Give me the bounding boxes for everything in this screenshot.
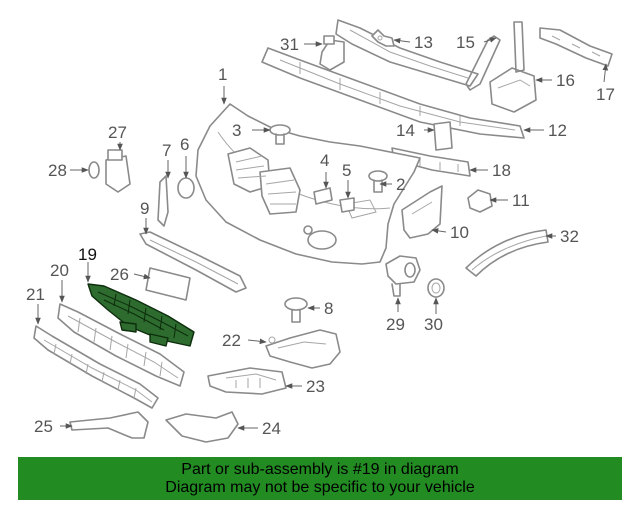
- callout-27: 27: [108, 123, 127, 142]
- part-26-plate: [145, 267, 191, 301]
- part-1-bumper-cover: [195, 103, 421, 265]
- callout-7: 7: [162, 141, 171, 160]
- callout-10: 10: [450, 223, 469, 242]
- callout-17: 17: [596, 85, 615, 104]
- part-6-ring: [177, 177, 195, 199]
- part-13-clip: [371, 29, 395, 47]
- callout-5: 5: [342, 161, 351, 180]
- callout-1: 1: [218, 65, 227, 84]
- callout-18: 18: [492, 161, 511, 180]
- part-12-carrier: [261, 47, 525, 139]
- part-23-bezel: [207, 367, 287, 395]
- callout-31: 31: [280, 35, 299, 54]
- callout-26: 26: [110, 265, 129, 284]
- callout-32: 32: [560, 227, 579, 246]
- callout-8: 8: [324, 299, 333, 318]
- callout-20: 20: [50, 261, 69, 280]
- callout-6: 6: [180, 135, 189, 154]
- banner-line-1: Part or sub-assembly is #19 in diagram: [181, 461, 459, 478]
- part-30-ring: [427, 278, 445, 298]
- part-20-grille: [57, 303, 185, 387]
- callout-3: 3: [232, 121, 241, 140]
- callout-16: 16: [556, 71, 575, 90]
- part-5-cover: [339, 197, 355, 213]
- part-25-trim: [69, 411, 149, 439]
- part-15-bracket: [465, 35, 501, 91]
- part-31-sensor: [319, 35, 345, 71]
- callout-12: 12: [548, 121, 567, 140]
- banner-line-2: Diagram may not be specific to your vehi…: [165, 479, 475, 496]
- part-9-strip: [139, 231, 247, 293]
- part-21-strip: [33, 325, 159, 409]
- callout-28: 28: [48, 161, 67, 180]
- part-7-strip: [157, 175, 169, 227]
- callout-labels: 1 2 3 4 5 6 7 8 9 10 11 12 13 14 15 16 1…: [26, 33, 615, 438]
- part-24-trim: [165, 411, 239, 443]
- callout-30: 30: [424, 315, 443, 334]
- part-17-strip: [539, 27, 613, 67]
- callout-21: 21: [26, 285, 45, 304]
- callout-4: 4: [320, 151, 329, 170]
- callout-15: 15: [456, 33, 475, 52]
- callout-29: 29: [386, 315, 405, 334]
- part-14-bracket: [433, 121, 453, 151]
- part-32-arch: [465, 229, 549, 277]
- info-banner: Part or sub-assembly is #19 in diagram D…: [18, 457, 622, 500]
- part-22-duct: [265, 329, 341, 369]
- part-8-clip: [284, 297, 308, 323]
- part-16-bracket: [489, 21, 537, 113]
- callout-2: 2: [396, 175, 405, 194]
- part-11-bracket: [467, 189, 493, 213]
- part-top-carrier: [335, 19, 479, 87]
- part-29-sensor: [385, 255, 421, 297]
- parts-diagram: 1 2 3 4 5 6 7 8 9 10 11 12 13 14 15 16 1…: [26, 19, 615, 443]
- callout-13: 13: [414, 33, 433, 52]
- callout-19: 19: [78, 245, 97, 264]
- callout-9: 9: [140, 199, 149, 218]
- part-19-highlighted-grille: [87, 283, 195, 347]
- callout-14: 14: [396, 121, 415, 140]
- callout-11: 11: [512, 191, 530, 210]
- part-28-ring: [88, 161, 100, 179]
- leader-lines: [35, 37, 609, 431]
- callout-24: 24: [262, 419, 281, 438]
- callout-23: 23: [306, 377, 325, 396]
- callout-22: 22: [222, 331, 241, 350]
- part-27-sensor: [105, 149, 131, 193]
- part-3-clip: [269, 124, 291, 145]
- part-4-cover: [313, 187, 333, 205]
- callout-25: 25: [34, 417, 53, 436]
